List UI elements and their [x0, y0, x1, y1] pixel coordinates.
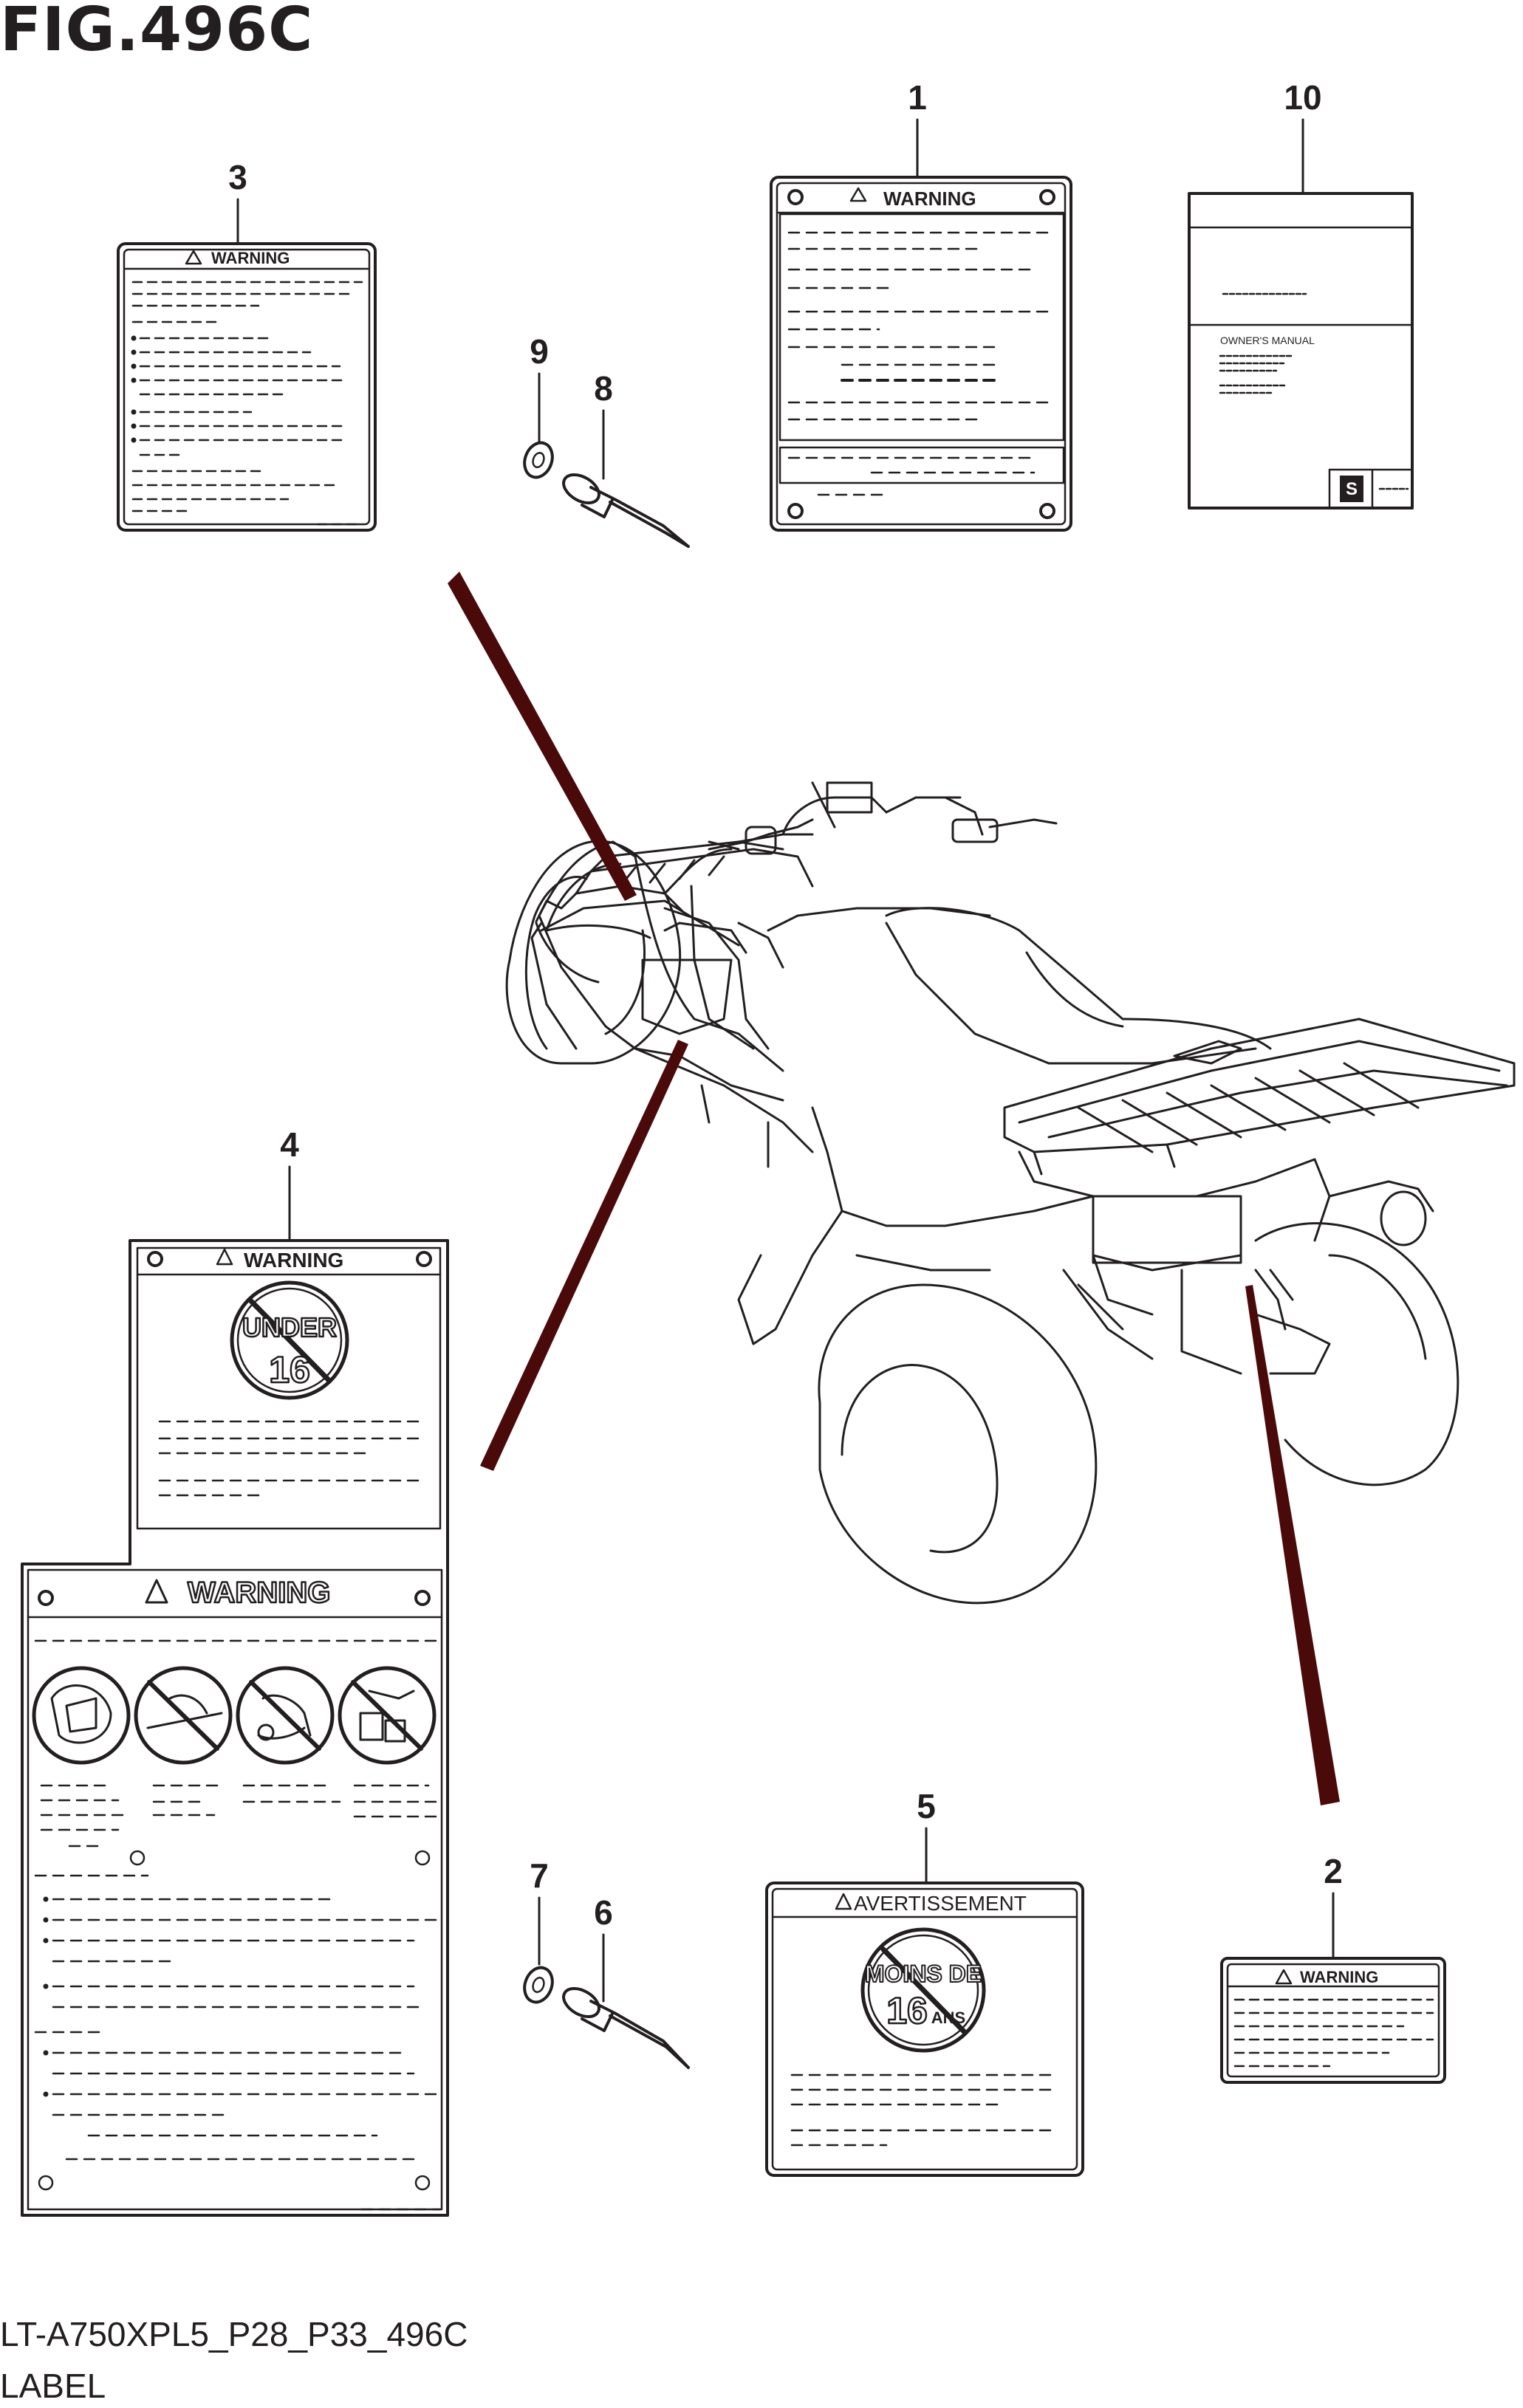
- callout-6: 6: [594, 1893, 613, 1932]
- callout-5: 5: [917, 1787, 936, 1825]
- label-1-warning-text: WARNING: [883, 188, 976, 210]
- leader-lines: [236, 118, 1335, 2003]
- callout-3: 3: [228, 158, 247, 196]
- label-10-owners-manual: S OWNER'S MANUAL: [1188, 192, 1414, 510]
- owners-manual-title: OWNER'S MANUAL: [1220, 335, 1315, 346]
- label-3: WARNING: [117, 242, 377, 532]
- callout-1: 1: [908, 78, 927, 117]
- label-4-warning-text-large: WARNING: [188, 1577, 330, 1609]
- leader-arrows: [448, 572, 1340, 1805]
- ans-text: ANS: [931, 2009, 965, 2027]
- avertissement-text: AVERTISSEMENT: [854, 1892, 1027, 1915]
- figure-title: FIG.496C: [0, 0, 314, 65]
- callout-8: 8: [594, 369, 613, 408]
- callout-10: 10: [1284, 78, 1321, 117]
- callout-2: 2: [1324, 1852, 1343, 1890]
- reference-code: LT-A750XPL5_P28_P33_496C: [0, 2315, 468, 2353]
- moins-de-text: MOINS DE: [865, 1961, 982, 1987]
- part-9-washer: [523, 441, 554, 479]
- callout-4: 4: [280, 1125, 299, 1164]
- under-age-text: UNDER: [242, 1312, 337, 1342]
- callout-group: 1 10 3 9 8 4 5 2 7 6: [228, 78, 1343, 1932]
- pictogram-row: [32, 1666, 437, 1765]
- part-7-washer: [523, 1966, 554, 2004]
- atv-illustration: [505, 781, 1516, 1605]
- figure-caption: LABEL: [0, 2367, 106, 2405]
- part-6-rivet: [562, 1987, 690, 2069]
- label-4-warning-text: WARNING: [244, 1249, 343, 1272]
- label-4: WARNING UNDER 16 WARNING: [21, 1239, 449, 2217]
- label-5: AVERTISSEMENT MOINS DE 16 ANS: [765, 1882, 1084, 2177]
- callout-9: 9: [530, 332, 549, 371]
- under-age-number: 16: [269, 1349, 310, 1390]
- label-1: WARNING: [770, 176, 1072, 532]
- moins-de-age: 16: [886, 1990, 928, 2031]
- part-8-rivet: [562, 473, 690, 548]
- callout-7: 7: [530, 1856, 549, 1895]
- label-2: WARNING: [1220, 1957, 1446, 2084]
- svg-text:S: S: [1346, 479, 1358, 499]
- label-2-warning-text: WARNING: [1300, 1968, 1378, 1986]
- label-3-warning-text: WARNING: [211, 249, 290, 267]
